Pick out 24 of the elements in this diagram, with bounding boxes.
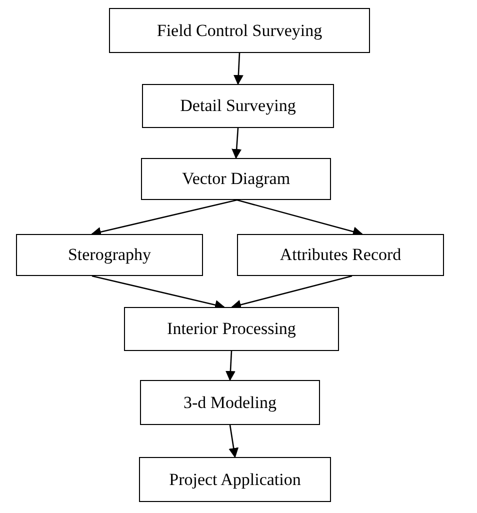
process-box [139,457,331,502]
box-label: Attributes Record [280,244,402,266]
process-box [142,84,334,128]
arrow [225,350,236,381]
arrow [233,52,244,85]
box-label: Sterography [68,244,152,266]
process-box [140,380,320,425]
box-label: Project Application [169,468,301,490]
arrow [228,424,239,458]
arrow [92,275,225,310]
process-box [16,234,203,276]
process-box [109,8,370,53]
box-label: Interior Processing [167,318,296,340]
arrow [91,199,238,237]
box-label: Field Control Surveying [156,20,322,42]
arrow [232,128,242,159]
box-label: Detail Surveying [180,95,296,117]
box-label: 3-d Modeling [183,392,277,414]
process-box [141,158,331,200]
box-label: Vector Diagram [182,168,290,190]
process-box [237,234,444,276]
arrow [236,199,363,236]
process-box [124,307,339,351]
arrow [231,275,352,310]
